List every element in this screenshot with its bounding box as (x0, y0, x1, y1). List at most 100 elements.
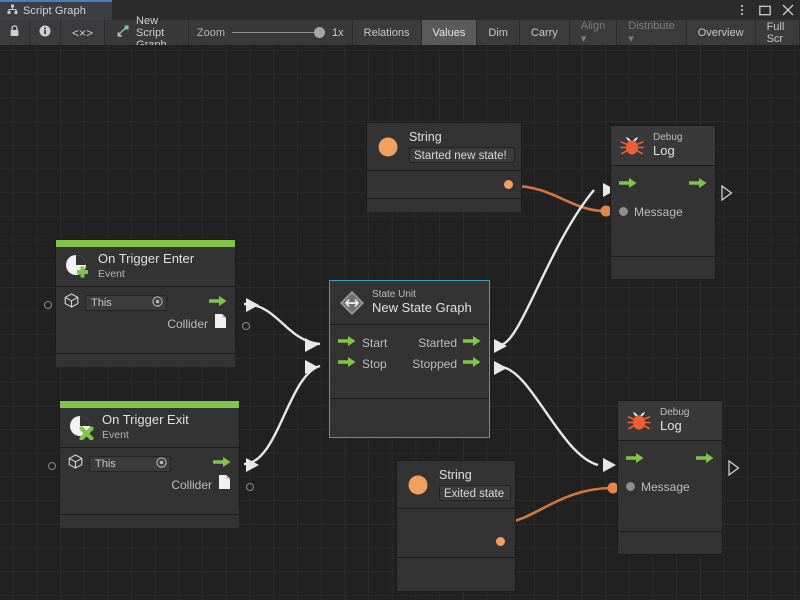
string-icon (375, 134, 401, 160)
port-label: Message (634, 204, 683, 219)
toolbar-button-align[interactable]: Align ▾ (569, 20, 618, 45)
collider-row: Collider (68, 474, 231, 495)
node-title-block: String Started new state! (409, 130, 515, 164)
node-debug-log-bottom[interactable]: Debug Log Message (617, 400, 740, 555)
node-string-top[interactable]: String Started new state! (366, 122, 522, 213)
toolbar-button-relations[interactable]: Relations (352, 20, 422, 45)
input-port-value[interactable] (619, 207, 628, 217)
toolbar-button-dim[interactable]: Dim (477, 20, 520, 45)
zoom-slider-handle[interactable] (314, 27, 326, 38)
input-port-flow[interactable] (626, 451, 644, 469)
unconnected-input-port[interactable] (44, 301, 52, 309)
node-body: Start Started Stop (330, 325, 489, 400)
more-menu-icon[interactable] (736, 4, 748, 16)
node-title: String (439, 468, 472, 482)
code-icon: <×> (72, 25, 94, 40)
toolbar-button-distribute[interactable]: Distribute ▾ (617, 20, 687, 45)
toolbar-button-full-screen[interactable]: Full Scr (755, 20, 800, 45)
stop-row: Stop Stopped (338, 353, 481, 374)
input-port-flow[interactable] (338, 334, 356, 352)
output-stopped[interactable]: Stopped (412, 355, 481, 373)
string-icon (405, 472, 431, 498)
output-port-flow[interactable] (689, 176, 707, 194)
node-title: New State Graph (372, 299, 472, 315)
output-flow-marker[interactable] (721, 184, 733, 206)
string-value-field[interactable]: Started new state! (409, 147, 515, 164)
output-port-flow[interactable] (463, 334, 481, 352)
input-start[interactable]: Start (338, 334, 387, 352)
node-title-small: Debug (653, 132, 683, 143)
node-debug-log-top[interactable]: Debug Log Message (610, 125, 733, 280)
graph-name-field[interactable]: New Script Graph (105, 15, 189, 51)
gameobject-icon (68, 453, 83, 474)
output-flow-marker[interactable] (728, 459, 740, 481)
node-footer (618, 531, 722, 546)
flow-ports-row (619, 174, 707, 195)
lock-icon (9, 25, 20, 40)
node-title-block: On Trigger Enter Event (98, 251, 194, 280)
graph-canvas[interactable]: String Started new state! (0, 45, 800, 600)
output-port-flow[interactable] (209, 294, 227, 312)
node-on-trigger-exit[interactable]: On Trigger Exit Event This (48, 400, 254, 528)
message-port-row: Message (619, 201, 707, 222)
port-label: Collider (167, 316, 208, 331)
output-port-value[interactable] (504, 180, 513, 190)
port-label: Started (418, 335, 457, 350)
unconnected-output-port[interactable] (246, 483, 254, 491)
node-on-trigger-enter[interactable]: On Trigger Enter Event This (44, 239, 250, 367)
object-field[interactable]: This (85, 294, 167, 312)
port-label: Stopped (412, 356, 457, 371)
output-port-value[interactable] (496, 537, 505, 547)
object-picker-icon[interactable] (156, 455, 167, 473)
input-stop[interactable]: Stop (338, 355, 387, 373)
message-port-row: Message (626, 476, 714, 497)
input-port-value[interactable] (626, 482, 635, 492)
tab-script-graph[interactable]: Script Graph (0, 0, 112, 20)
toolbar-button-carry[interactable]: Carry (519, 20, 570, 45)
output-started[interactable]: Started (418, 334, 481, 352)
message-port[interactable]: Message (619, 205, 683, 219)
node-footer (611, 256, 715, 271)
node-title-small: State Unit (372, 289, 416, 300)
event-exit-icon (68, 414, 94, 441)
event-enter-icon (64, 253, 90, 279)
node-title-block: State Unit New State Graph (372, 289, 472, 315)
string-value-field[interactable]: Exited state (439, 485, 511, 502)
target-input[interactable]: This (68, 453, 171, 474)
node-title-block: On Trigger Exit Event (102, 412, 189, 441)
input-port-flow[interactable] (619, 176, 637, 194)
node-title: On Trigger Exit (102, 412, 189, 427)
source-code-button[interactable]: <×> (61, 20, 106, 45)
node-body (397, 509, 515, 558)
node-title: Log (660, 417, 682, 433)
unconnected-input-port[interactable] (48, 462, 56, 470)
node-string-bottom[interactable]: String Exited state (396, 460, 516, 592)
output-port-flow[interactable] (696, 451, 714, 469)
close-icon[interactable] (782, 4, 794, 16)
target-input[interactable]: This (64, 292, 167, 313)
input-port-flow[interactable] (338, 355, 356, 373)
graph-toolbar: <×> New Script Graph Zoom 1x Relations V… (0, 15, 800, 51)
info-button[interactable] (30, 20, 61, 45)
node-title: Log (653, 142, 675, 158)
collider-type-icon (218, 474, 231, 495)
maximize-icon[interactable] (759, 4, 771, 16)
message-port[interactable]: Message (626, 480, 690, 494)
target-row: This (68, 453, 231, 474)
object-field[interactable]: This (89, 455, 171, 473)
zoom-slider[interactable] (232, 27, 326, 39)
zoom-control[interactable]: Zoom 1x (189, 20, 353, 45)
node-state-unit[interactable]: State Unit New State Graph Start Started (329, 280, 490, 438)
toolbar-button-overview[interactable]: Overview (686, 20, 756, 45)
unconnected-output-port[interactable] (242, 322, 250, 330)
output-port-flow[interactable] (463, 355, 481, 373)
node-body: This Collid (60, 448, 239, 514)
output-port-flow[interactable] (213, 455, 231, 473)
toolbar-button-values[interactable]: Values (421, 20, 478, 45)
info-icon (39, 25, 51, 40)
node-header: String Started new state! (367, 123, 521, 172)
object-picker-icon[interactable] (152, 294, 163, 312)
node-header: Debug Log (611, 126, 715, 167)
lock-button[interactable] (0, 20, 30, 45)
